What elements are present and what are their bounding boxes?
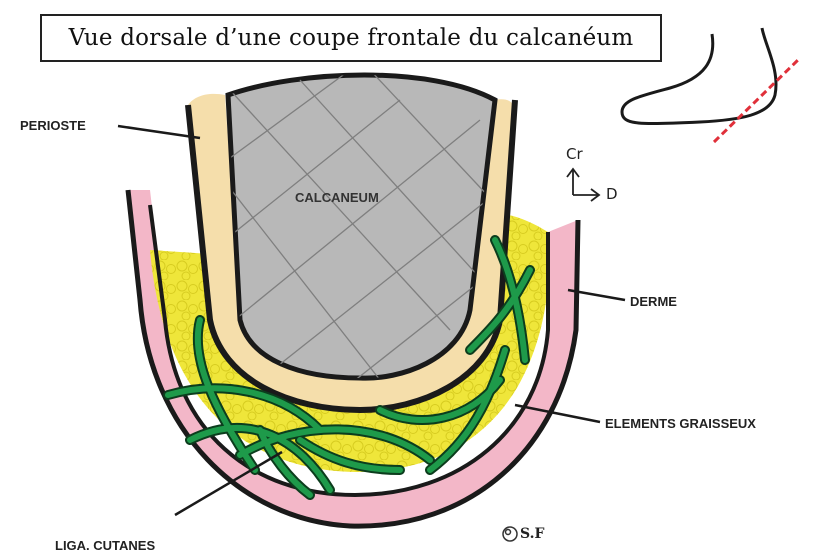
signature: S.F	[520, 526, 544, 542]
label-calcaneum: CALCANEUM	[295, 190, 379, 205]
label-derme: DERME	[630, 294, 677, 309]
label-liga-cutanes: LIGA. CUTANES	[55, 538, 155, 553]
label-perioste: PERIOSTE	[20, 118, 86, 133]
cut-plane-line	[714, 58, 800, 142]
title-box: Vue dorsale d’une coupe frontale du calc…	[40, 14, 662, 62]
author-signature-icon	[503, 527, 517, 541]
orientation-cranial: Cr	[566, 145, 583, 163]
label-elements-graisseux: ELEMENTS GRAISSEUX	[605, 416, 756, 431]
calcaneum-bone	[228, 75, 495, 378]
orientation-arrows	[567, 169, 599, 201]
diagram-title: Vue dorsale d’une coupe frontale du calc…	[69, 25, 634, 51]
orientation-distal: D	[606, 185, 618, 203]
